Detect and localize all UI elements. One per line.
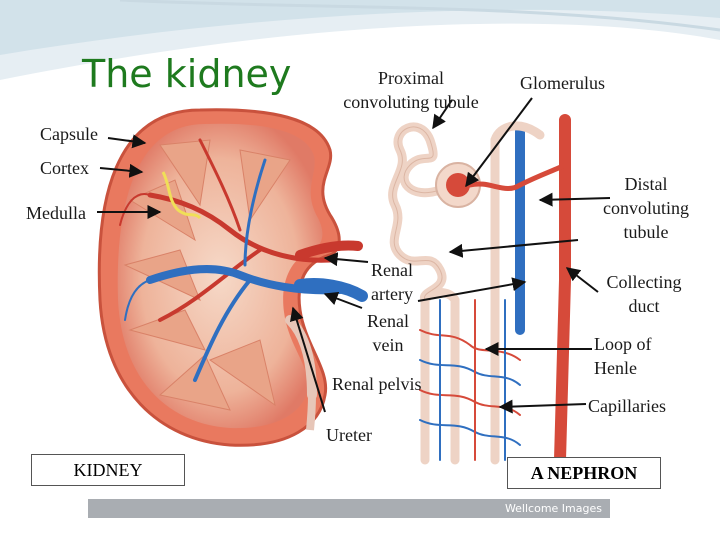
label-proximal-line1: Proximal [378, 68, 444, 88]
nephron-caption-box: A NEPHRON [507, 457, 661, 489]
image-credit: Wellcome Images [88, 499, 610, 518]
kidney-drawing [97, 108, 368, 447]
label-glomerulus: Glomerulus [520, 73, 605, 93]
label-distal-line2: convoluting [603, 198, 689, 218]
label-medulla: Medulla [26, 203, 86, 223]
label-loop-line1: Loop of [594, 334, 652, 354]
label-ureter: Ureter [326, 425, 372, 445]
label-collecting-line2: duct [628, 296, 660, 316]
label-distal-line1: Distal [624, 174, 668, 194]
label-capillaries: Capillaries [588, 396, 666, 416]
label-renal-vein-line1: Renal [367, 311, 409, 331]
label-proximal-line2: convoluting tubule [343, 92, 479, 112]
label-collecting-line1: Collecting [606, 272, 682, 292]
leader-lines [97, 97, 611, 414]
header-swoosh [0, 0, 720, 80]
medulla-bracket [161, 171, 202, 220]
label-distal-line3: tubule [623, 222, 669, 242]
page-title: The kidney [82, 52, 292, 96]
label-loop-line2: Henle [594, 358, 637, 378]
label-renal-artery-line1: Renal [371, 260, 413, 280]
label-cortex: Cortex [40, 158, 89, 178]
label-renal-vein-line2: vein [372, 335, 404, 355]
label-capsule: Capsule [40, 124, 98, 144]
label-renal-pelvis: Renal pelvis [332, 374, 422, 394]
kidney-caption-box: KIDNEY [31, 454, 185, 486]
label-renal-artery-line2: artery [371, 284, 413, 304]
